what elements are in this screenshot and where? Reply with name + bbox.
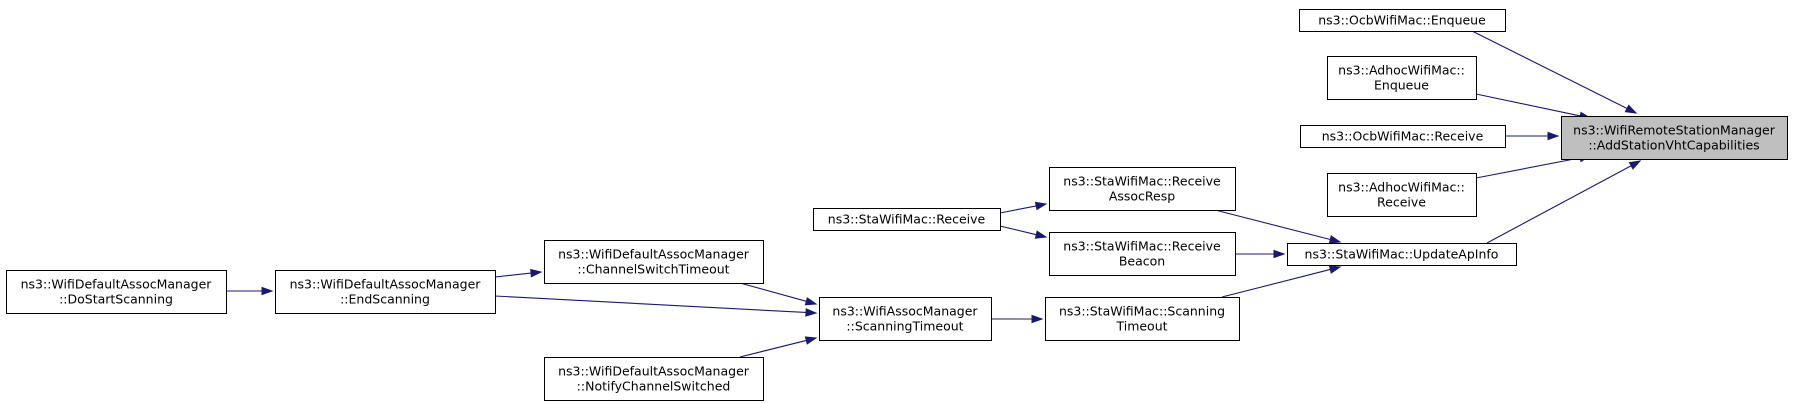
node-box bbox=[275, 270, 496, 314]
node-box bbox=[1327, 56, 1477, 100]
node-channel-switch-timeout[interactable]: ns3::WifiDefaultAssocManager::ChannelSwi… bbox=[544, 240, 764, 284]
edge-receive_beacon-to-update_ap_info bbox=[1235, 249, 1286, 259]
node-label-line: ns3::AdhocWifiMac:: bbox=[1338, 180, 1465, 195]
edge-channel_switch_timeout-to-assoc_scanning_timeout bbox=[739, 282, 818, 306]
node-notify-channel-switched[interactable]: ns3::WifiDefaultAssocManager::NotifyChan… bbox=[544, 357, 764, 401]
arrowhead-icon bbox=[1328, 235, 1342, 244]
arrowhead-icon bbox=[1628, 160, 1642, 170]
node-sta-receive[interactable]: ns3::StaWifiMac::Receive bbox=[813, 208, 1001, 231]
node-label-line: ::AddStationVhtCapabilities bbox=[1588, 138, 1759, 153]
node-do-start-scanning[interactable]: ns3::WifiDefaultAssocManager::DoStartSca… bbox=[6, 270, 227, 314]
node-box bbox=[1561, 116, 1788, 160]
arrowhead-icon bbox=[530, 268, 543, 278]
edge-line bbox=[1471, 30, 1628, 110]
node-label-line: ns3::StaWifiMac::Receive bbox=[1063, 174, 1221, 189]
node-box bbox=[544, 357, 764, 401]
edge-assoc_scanning_timeout-to-scanning_timeout_sta bbox=[991, 314, 1044, 324]
edge-receive_assoc_resp-to-update_ap_info bbox=[1214, 209, 1342, 244]
edge-line bbox=[1221, 268, 1331, 298]
node-label-line: ns3::StaWifiMac::Receive bbox=[828, 212, 986, 227]
edge-notify_channel_switched-to-assoc_scanning_timeout bbox=[739, 336, 818, 358]
node-label-line: ns3::WifiRemoteStationManager bbox=[1573, 123, 1776, 138]
node-label-line: Enqueue bbox=[1374, 78, 1429, 93]
arrowhead-icon bbox=[1034, 201, 1048, 211]
node-box bbox=[1300, 125, 1506, 148]
arrowhead-icon bbox=[804, 336, 818, 345]
node-scanning-timeout-sta[interactable]: ns3::StaWifiMac::ScanningTimeout bbox=[1045, 297, 1240, 341]
node-label-line: ns3::StaWifiMac::UpdateApInfo bbox=[1305, 247, 1499, 262]
node-adhoc-receive[interactable]: ns3::AdhocWifiMac::Receive bbox=[1327, 173, 1477, 217]
node-box bbox=[6, 270, 227, 314]
arrowhead-icon bbox=[1547, 131, 1560, 141]
edge-line bbox=[739, 282, 807, 302]
edge-line bbox=[1214, 209, 1331, 241]
node-label-line: ::DoStartScanning bbox=[59, 292, 173, 307]
edge-sta_receive-to-receive_beacon bbox=[999, 225, 1048, 239]
node-adhoc-enqueue[interactable]: ns3::AdhocWifiMac::Enqueue bbox=[1327, 56, 1477, 100]
edge-do_start_scanning-to-end_scanning bbox=[226, 286, 274, 296]
node-label-line: ns3::OcbWifiMac::Receive bbox=[1322, 129, 1484, 144]
edge-line bbox=[494, 295, 807, 314]
edge-line bbox=[999, 205, 1037, 214]
edge-line bbox=[1486, 165, 1632, 244]
node-box bbox=[1299, 9, 1506, 32]
node-box bbox=[813, 208, 1001, 231]
edge-line bbox=[494, 272, 532, 278]
node-box bbox=[1049, 232, 1236, 276]
arrowhead-icon bbox=[261, 286, 274, 296]
node-box bbox=[544, 240, 764, 284]
edge-line bbox=[999, 225, 1037, 236]
edge-end_scanning-to-channel_switch_timeout bbox=[494, 268, 543, 278]
edge-line bbox=[739, 339, 807, 358]
edge-line bbox=[1475, 93, 1581, 117]
node-add-vht[interactable]: ns3::WifiRemoteStationManager::AddStatio… bbox=[1561, 116, 1788, 160]
nodes-layer: ns3::WifiRemoteStationManager::AddStatio… bbox=[6, 9, 1788, 401]
edge-end_scanning-to-assoc_scanning_timeout bbox=[494, 295, 818, 317]
node-label-line: AssocResp bbox=[1109, 189, 1175, 204]
edge-adhoc_enqueue-to-add_vht bbox=[1475, 93, 1592, 121]
node-box bbox=[819, 297, 992, 341]
node-box bbox=[1045, 297, 1240, 341]
arrowhead-icon bbox=[1624, 104, 1638, 114]
node-label-line: ns3::WifiAssocManager bbox=[832, 304, 978, 319]
node-box bbox=[1049, 167, 1236, 211]
arrowhead-icon bbox=[1328, 265, 1342, 274]
arrowhead-icon bbox=[1273, 249, 1286, 259]
node-update-ap-info[interactable]: ns3::StaWifiMac::UpdateApInfo bbox=[1287, 243, 1517, 266]
node-label-line: Receive bbox=[1377, 195, 1426, 210]
node-label-line: ns3::OcbWifiMac::Enqueue bbox=[1318, 13, 1486, 28]
node-box bbox=[1287, 243, 1517, 266]
node-label-line: ::EndScanning bbox=[340, 292, 430, 307]
node-label-line: ::ScanningTimeout bbox=[846, 319, 963, 334]
arrowhead-icon bbox=[1031, 314, 1044, 324]
edge-line bbox=[1475, 157, 1581, 179]
edge-ocb_receive-to-add_vht bbox=[1505, 131, 1560, 141]
edge-sta_receive-to-receive_assoc_resp bbox=[999, 201, 1048, 214]
arrowhead-icon bbox=[805, 308, 818, 317]
node-label-line: ns3::WifiDefaultAssocManager bbox=[21, 277, 213, 292]
node-label-line: Timeout bbox=[1115, 319, 1167, 334]
node-ocb-receive[interactable]: ns3::OcbWifiMac::Receive bbox=[1300, 125, 1506, 148]
node-label-line: ns3::StaWifiMac::Receive bbox=[1063, 239, 1221, 254]
node-label-line: ns3::StaWifiMac::Scanning bbox=[1059, 304, 1225, 319]
node-label-line: Beacon bbox=[1119, 254, 1165, 269]
edge-ocb_enqueue-to-add_vht bbox=[1471, 30, 1638, 114]
node-box bbox=[1327, 173, 1477, 217]
node-label-line: ::ChannelSwitchTimeout bbox=[577, 262, 729, 277]
node-end-scanning[interactable]: ns3::WifiDefaultAssocManager::EndScannin… bbox=[275, 270, 496, 314]
edge-scanning_timeout_sta-to-update_ap_info bbox=[1221, 265, 1342, 298]
node-label-line: ns3::AdhocWifiMac:: bbox=[1338, 63, 1465, 78]
node-ocb-enqueue[interactable]: ns3::OcbWifiMac::Enqueue bbox=[1299, 9, 1506, 32]
node-label-line: ns3::WifiDefaultAssocManager bbox=[558, 247, 750, 262]
node-assoc-scanning-timeout[interactable]: ns3::WifiAssocManager::ScanningTimeout bbox=[819, 297, 992, 341]
arrowhead-icon bbox=[1034, 230, 1048, 239]
node-label-line: ns3::WifiDefaultAssocManager bbox=[290, 277, 482, 292]
node-label-line: ns3::WifiDefaultAssocManager bbox=[558, 364, 750, 379]
edge-update_ap_info-to-add_vht bbox=[1486, 160, 1642, 244]
arrowhead-icon bbox=[804, 297, 818, 306]
node-label-line: ::NotifyChannelSwitched bbox=[577, 379, 731, 394]
